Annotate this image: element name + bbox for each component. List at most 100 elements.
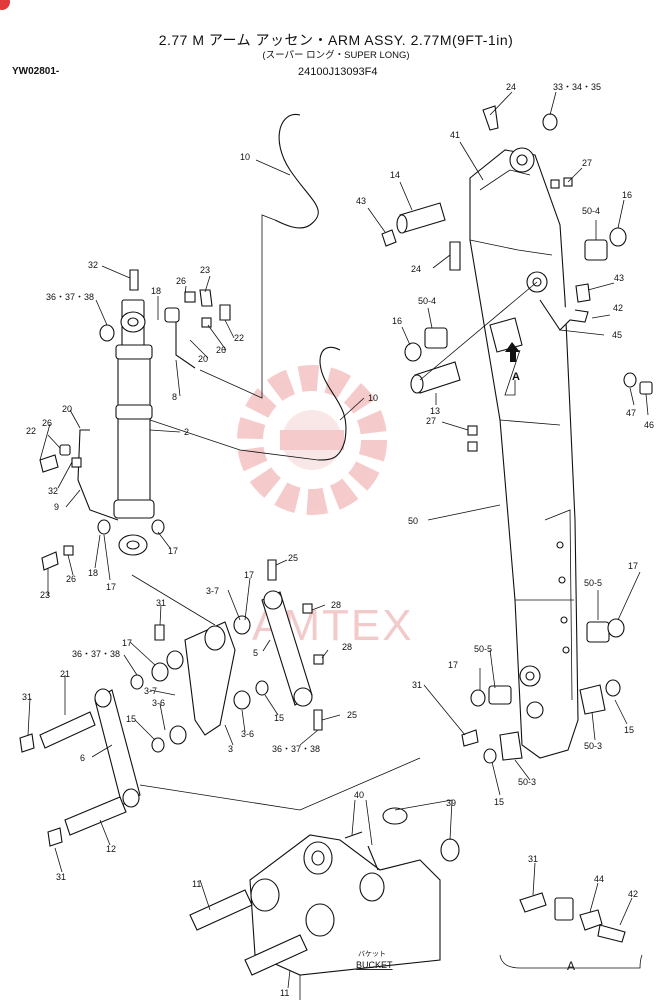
callout-2: 2 xyxy=(184,427,189,437)
callout-22: 22 xyxy=(234,333,244,343)
callout-10: 10 xyxy=(240,152,250,162)
callout-44: 44 xyxy=(594,874,604,884)
callout-27: 27 xyxy=(582,158,592,168)
callout-31: 31 xyxy=(22,692,32,702)
callout-11: 11 xyxy=(192,879,201,889)
hose-10-middle xyxy=(317,346,347,461)
watermark-gear-logo xyxy=(237,365,387,515)
callout-17: 17 xyxy=(106,582,116,592)
bucket-label: BUCKET xyxy=(356,960,393,970)
callout-28: 28 xyxy=(331,600,341,610)
callout-50-4: 50-4 xyxy=(582,206,600,216)
ring-39 xyxy=(382,807,408,825)
callout-26: 26 xyxy=(42,418,52,428)
callout-41: 41 xyxy=(450,130,460,140)
callout-31: 31 xyxy=(156,598,166,608)
callout-17: 17 xyxy=(628,561,638,571)
pin-11-upper xyxy=(189,889,253,931)
hose-10-upper xyxy=(274,113,319,229)
pin-12 xyxy=(64,796,127,836)
arm-body xyxy=(469,147,589,759)
callout-13: 13 xyxy=(430,406,440,416)
callout-3-6: 3-6 xyxy=(152,698,165,708)
callout-14: 14 xyxy=(390,170,400,180)
leader-lines xyxy=(27,91,649,989)
callout-39: 39 xyxy=(446,798,456,808)
callout-24: 24 xyxy=(506,82,516,92)
tube-8 xyxy=(175,310,196,369)
callout-9: 9 xyxy=(54,502,59,512)
detail-a-view-label: A xyxy=(567,959,575,973)
callout-3: 3 xyxy=(228,744,233,754)
callout-6: 6 xyxy=(80,753,85,763)
detail-a-arrow xyxy=(505,342,520,362)
callout-40: 40 xyxy=(354,790,364,800)
callout-20: 20 xyxy=(198,354,208,364)
callout-22: 22 xyxy=(26,426,36,436)
callout-50-3: 50-3 xyxy=(584,741,602,751)
callout-36-37-38: 36・37・38 xyxy=(46,292,94,302)
pin-40 xyxy=(344,831,379,871)
callout-32: 32 xyxy=(48,486,58,496)
callout-50-4: 50-4 xyxy=(418,296,436,306)
diagram-subtitle: (スーパー ロング・SUPER LONG) xyxy=(262,50,410,61)
pin-14 xyxy=(396,202,446,234)
pin-21 xyxy=(39,711,96,749)
callout-31: 31 xyxy=(412,680,422,690)
callout-46: 46 xyxy=(644,420,654,430)
detail-view-a xyxy=(499,892,643,969)
callout-50-3: 50-3 xyxy=(518,777,536,787)
callout-28: 28 xyxy=(342,642,352,652)
document-code: YW02801- xyxy=(12,66,60,77)
callout-10: 10 xyxy=(368,393,378,403)
detail-a-arrow-label: A xyxy=(512,371,520,383)
bolts-and-nuts xyxy=(19,105,653,847)
callout-26: 26 xyxy=(176,276,186,286)
callout-23: 23 xyxy=(200,265,210,275)
callout-21: 21 xyxy=(60,669,70,679)
callout-5: 5 xyxy=(253,648,258,658)
callout-32: 32 xyxy=(88,260,98,270)
hydraulic-cylinder xyxy=(113,299,155,556)
callout-45: 45 xyxy=(612,330,622,340)
callout-36-37-38: 36・37・38 xyxy=(272,744,320,754)
callout-26: 26 xyxy=(216,345,226,355)
callout-47: 47 xyxy=(626,408,636,418)
callout-33-34-35: 33・34・35 xyxy=(553,82,601,92)
bucket-label-jp: バケット xyxy=(358,950,386,958)
bucket xyxy=(249,834,441,1000)
callout-50-5: 50-5 xyxy=(474,644,492,654)
callout-8: 8 xyxy=(172,392,177,402)
tube-9 xyxy=(77,429,119,521)
callout-17: 17 xyxy=(244,570,254,580)
callout-31: 31 xyxy=(56,872,66,882)
callout-3-7: 3-7 xyxy=(144,686,157,696)
bracket-3 xyxy=(184,621,236,736)
callout-36-37-38: 36・37・38 xyxy=(72,649,120,659)
diagram-title: 2.77 M アーム アッセン・ARM ASSY. 2.77M(9FT-1in) xyxy=(158,32,514,48)
callout-12: 12 xyxy=(106,844,116,854)
callout-20: 20 xyxy=(62,404,72,414)
callout-17: 17 xyxy=(448,660,458,670)
callout-25: 25 xyxy=(288,553,298,563)
callout-18: 18 xyxy=(88,568,98,578)
callout-42: 42 xyxy=(613,303,623,313)
callout-50-5: 50-5 xyxy=(584,578,602,588)
pin-11-lower xyxy=(244,934,308,976)
callout-26: 26 xyxy=(66,574,76,584)
corner-logo-mark xyxy=(0,0,10,10)
callout-17: 17 xyxy=(168,546,178,556)
callout-15: 15 xyxy=(494,797,504,807)
callout-43: 43 xyxy=(356,196,366,206)
callout-42: 42 xyxy=(628,889,638,899)
callout-11: 11 xyxy=(280,988,289,998)
callout-15: 15 xyxy=(126,714,136,724)
callout-16: 16 xyxy=(622,190,632,200)
callout-50: 50 xyxy=(408,516,418,526)
callout-16: 16 xyxy=(392,316,402,326)
callout-15: 15 xyxy=(624,725,634,735)
callout-3-6: 3-6 xyxy=(241,729,254,739)
callout-18: 18 xyxy=(151,286,161,296)
callout-17: 17 xyxy=(122,638,132,648)
